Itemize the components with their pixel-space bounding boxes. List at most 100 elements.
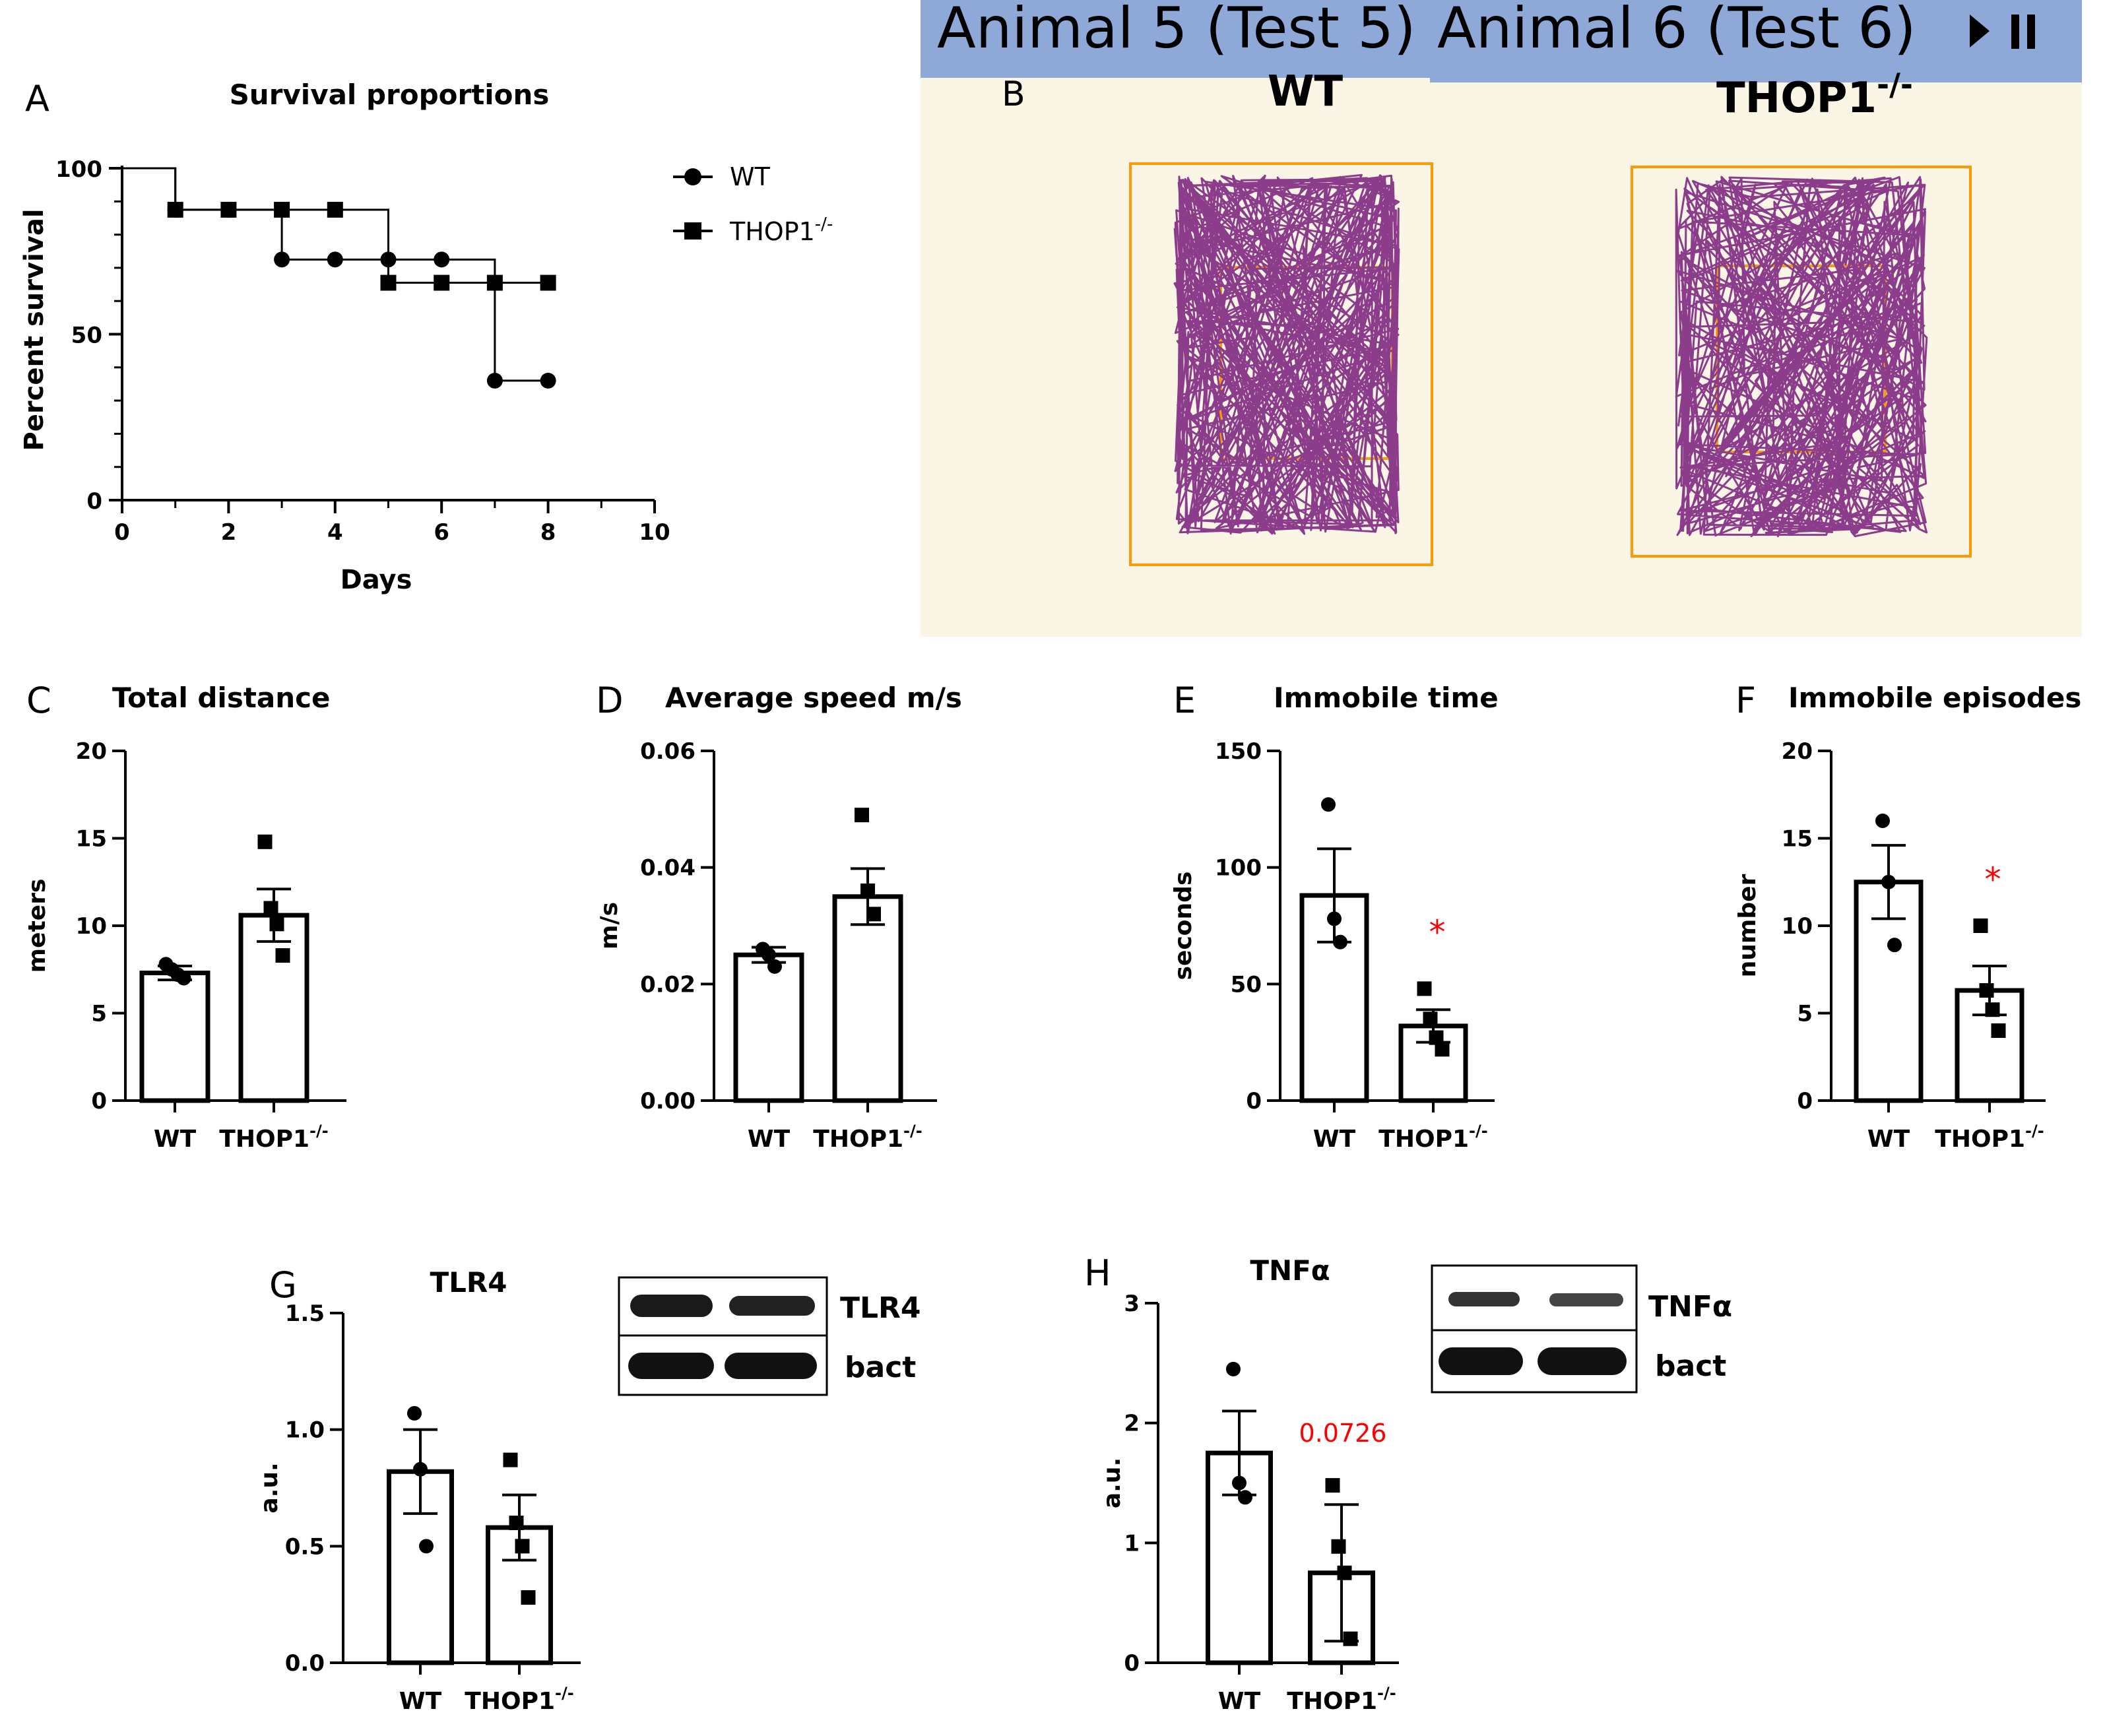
data-point-circle bbox=[413, 1462, 428, 1477]
data-point-square bbox=[434, 274, 450, 291]
data-point-circle bbox=[1226, 1361, 1241, 1376]
x-tick-label: WT bbox=[399, 1688, 442, 1715]
pause-icon[interactable] bbox=[2011, 15, 2019, 49]
x-tick-label: THOP1-/- bbox=[1287, 1684, 1396, 1715]
y-tick-label: 150 bbox=[1215, 738, 1262, 765]
arena-thop1 bbox=[1631, 166, 1972, 558]
data-point-square bbox=[1435, 1042, 1450, 1057]
y-tick-label: 0 bbox=[1797, 1088, 1813, 1114]
data-point-circle bbox=[1232, 1475, 1247, 1491]
data-point-square bbox=[257, 834, 273, 849]
x-tick-label: 2 bbox=[221, 519, 237, 546]
y-tick-label: 0.0 bbox=[285, 1650, 325, 1677]
blot-label-tlr4: TLR4 bbox=[840, 1291, 921, 1325]
data-point-circle bbox=[327, 251, 343, 268]
data-point-circle bbox=[767, 959, 782, 974]
panel-letter-h: H bbox=[1084, 1252, 1111, 1294]
data-point-square bbox=[1417, 981, 1432, 996]
movement-track-wt bbox=[1173, 174, 1400, 535]
y-axis-label: Percent survival bbox=[19, 209, 49, 451]
data-point-circle bbox=[434, 251, 450, 268]
x-tick-label: 10 bbox=[639, 519, 670, 546]
y-tick-label: 10 bbox=[76, 913, 107, 940]
data-point-square bbox=[167, 201, 183, 218]
blot-band bbox=[725, 1353, 817, 1379]
y-tick-label: 20 bbox=[76, 738, 107, 765]
blot-band bbox=[1549, 1293, 1623, 1306]
data-point-circle bbox=[1881, 874, 1896, 889]
data-point-circle bbox=[1321, 797, 1336, 812]
data-point-circle bbox=[1333, 934, 1347, 949]
y-axis-label: seconds bbox=[1170, 872, 1197, 981]
arena-label-thop1: THOP1-/- bbox=[1716, 67, 1913, 123]
data-point-square bbox=[263, 901, 278, 916]
western-blot-tlr4: TLR4 bact bbox=[618, 1276, 921, 1396]
y-tick-label: 2 bbox=[1124, 1411, 1140, 1437]
y-tick-label: 5 bbox=[1797, 1001, 1813, 1027]
data-point-square bbox=[866, 907, 881, 922]
legend-label-wt: WT bbox=[730, 162, 771, 191]
data-point-square bbox=[1991, 1023, 2006, 1038]
y-tick-label: 0.5 bbox=[285, 1533, 325, 1560]
x-tick-label: WT bbox=[748, 1126, 791, 1153]
data-point-square bbox=[503, 1452, 518, 1467]
data-point-square bbox=[269, 916, 284, 932]
y-tick-label: 0.04 bbox=[640, 855, 696, 882]
y-tick-label: 0 bbox=[86, 488, 102, 515]
y-tick-label: 10 bbox=[1782, 913, 1813, 940]
data-point-circle bbox=[407, 1405, 422, 1421]
data-point-square bbox=[540, 274, 556, 291]
y-tick-label: 3 bbox=[1124, 1291, 1140, 1317]
x-tick-label: THOP1-/- bbox=[219, 1122, 328, 1153]
play-icon[interactable] bbox=[1970, 15, 1990, 48]
arena-wt bbox=[1129, 162, 1433, 566]
y-tick-label: 15 bbox=[76, 826, 107, 852]
western-blot-tnfa: TNFα bact bbox=[1431, 1264, 1732, 1394]
y-tick-label: 15 bbox=[1782, 826, 1813, 852]
data-point-square bbox=[515, 1539, 530, 1554]
y-tick-label: 0 bbox=[91, 1088, 107, 1114]
y-tick-label: 50 bbox=[1231, 971, 1262, 998]
panel-b-tracking-plots: Animal 5 (Test 5) Animal 6 (Test 6) B WT… bbox=[921, 0, 2082, 637]
data-point-circle bbox=[540, 372, 556, 389]
x-tick-label: WT bbox=[154, 1126, 197, 1153]
y-tick-label: 100 bbox=[55, 156, 102, 183]
x-axis-label: Days bbox=[340, 565, 412, 595]
data-point-square bbox=[220, 201, 237, 218]
chart-title: Immobile episodes bbox=[1788, 682, 2081, 714]
chart-title: TLR4 bbox=[430, 1266, 507, 1299]
y-tick-label: 100 bbox=[1215, 855, 1262, 882]
bar-wt bbox=[733, 952, 804, 1103]
data-point-circle bbox=[1238, 1490, 1252, 1505]
x-tick-label: WT bbox=[1218, 1688, 1261, 1715]
y-tick-label: 0.00 bbox=[640, 1088, 696, 1114]
movement-track-diagonal bbox=[1718, 222, 1915, 457]
blot-band bbox=[1448, 1292, 1520, 1306]
legend: WT THOP1-/- bbox=[673, 162, 833, 246]
data-point-square bbox=[860, 884, 875, 898]
bar-thop1 bbox=[832, 894, 903, 1103]
x-tick-label: 6 bbox=[434, 519, 449, 546]
chart-title: Immobile time bbox=[1274, 682, 1499, 714]
data-point-circle bbox=[1327, 911, 1342, 926]
x-tick-label: WT bbox=[1313, 1126, 1356, 1153]
data-point-square bbox=[1973, 918, 1988, 933]
legend-marker-thop1 bbox=[684, 222, 701, 240]
data-point-square bbox=[274, 201, 290, 218]
legend-label-thop1: THOP1-/- bbox=[729, 214, 833, 246]
chart-title: Average speed m/s bbox=[665, 682, 962, 714]
y-tick-label: 1.5 bbox=[285, 1301, 325, 1327]
y-tick-label: 0.06 bbox=[640, 738, 696, 765]
y-axis-label: number bbox=[1734, 874, 1761, 977]
arena-outer-border bbox=[1129, 162, 1433, 566]
data-point-circle bbox=[274, 251, 290, 268]
arena-outer-border bbox=[1631, 166, 1972, 558]
data-point-square bbox=[327, 201, 343, 218]
blot-band bbox=[1439, 1347, 1523, 1375]
data-point-square bbox=[1979, 983, 1994, 998]
data-point-square bbox=[380, 274, 397, 291]
arena-label-wt: WT bbox=[1268, 67, 1344, 116]
